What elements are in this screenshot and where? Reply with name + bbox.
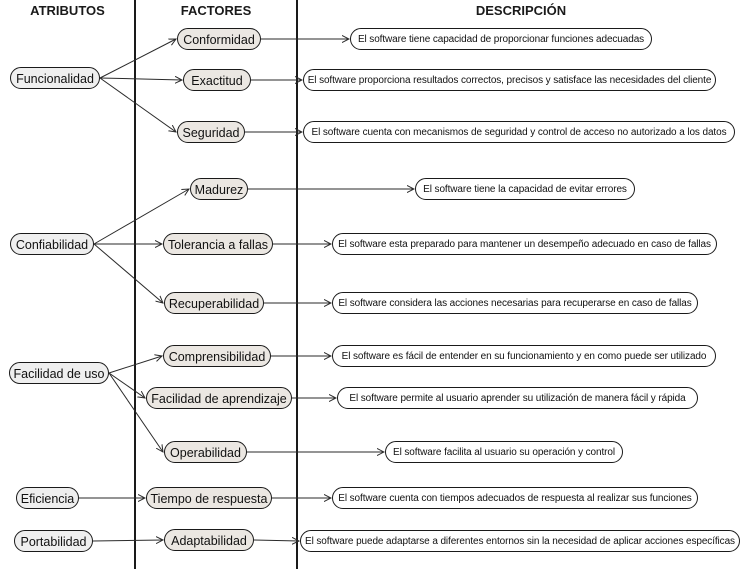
description-tolerancia-a-fallas: El software esta preparado para mantener… — [332, 233, 717, 255]
description-madurez: El software tiene la capacidad de evitar… — [415, 178, 635, 200]
connector-attribute-factor — [99, 39, 176, 79]
factor-conformidad: Conformidad — [177, 28, 261, 50]
factor-exactitud: Exactitud — [183, 69, 251, 91]
factor-tiempo-de-respuesta: Tiempo de respuesta — [146, 487, 272, 509]
connector-attribute-factor — [99, 78, 182, 80]
connector-attribute-factor — [108, 356, 162, 374]
description-tiempo-de-respuesta: El software cuenta con tiempos adecuados… — [332, 487, 698, 509]
factor-recuperabilidad: Recuperabilidad — [164, 292, 264, 314]
connector-factor-description — [253, 540, 299, 541]
description-conformidad: El software tiene capacidad de proporcio… — [350, 28, 652, 50]
header-factors: FACTORES — [180, 3, 252, 18]
header-description: DESCRIPCIÓN — [475, 3, 567, 18]
factor-operabilidad: Operabilidad — [164, 441, 247, 463]
connector-group — [79, 39, 414, 541]
description-facilidad-de-aprendizaje: El software permite al usuario aprender … — [337, 387, 698, 409]
connector-attribute-factor — [108, 372, 145, 398]
description-seguridad: El software cuenta con mecanismos de seg… — [303, 121, 735, 143]
attribute-portabilidad: Portabilidad — [14, 530, 93, 552]
attribute-funcionalidad: Funcionalidad — [10, 67, 100, 89]
description-exactitud: El software proporciona resultados corre… — [303, 69, 716, 91]
description-operabilidad: El software facilita al usuario su opera… — [385, 441, 623, 463]
attribute-eficiencia: Eficiencia — [16, 487, 79, 509]
connector-attribute-factor — [93, 243, 163, 303]
connector-attribute-factor — [92, 540, 163, 541]
factor-adaptabilidad: Adaptabilidad — [164, 529, 254, 551]
connector-attribute-factor — [99, 77, 176, 132]
connector-attribute-factor — [108, 372, 163, 452]
factor-facilidad-de-aprendizaje: Facilidad de aprendizaje — [146, 387, 292, 409]
description-comprensibilidad: El software es fácil de entender en su f… — [332, 345, 716, 367]
attribute-confiabilidad: Confiabilidad — [10, 233, 94, 255]
description-recuperabilidad: El software considera las acciones neces… — [332, 292, 698, 314]
factor-madurez: Madurez — [190, 178, 248, 200]
connector-attribute-factor — [93, 189, 189, 245]
factor-tolerancia-a-fallas: Tolerancia a fallas — [163, 233, 273, 255]
header-attributes: ATRIBUTOS — [30, 3, 105, 18]
factor-seguridad: Seguridad — [177, 121, 245, 143]
description-adaptabilidad: El software puede adaptarse a diferentes… — [300, 530, 740, 552]
attribute-facilidad-de-uso: Facilidad de uso — [9, 362, 109, 384]
factor-comprensibilidad: Comprensibilidad — [163, 345, 271, 367]
